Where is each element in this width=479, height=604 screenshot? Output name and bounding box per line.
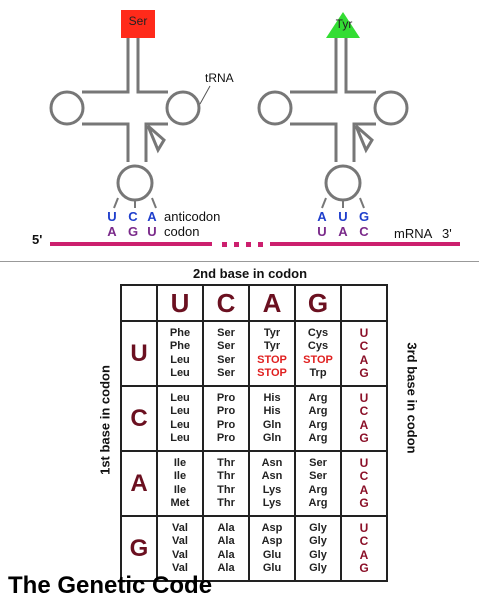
three-prime: 3' (442, 226, 452, 241)
first-base: C (120, 385, 158, 452)
tyr-triangle (326, 12, 360, 38)
header-row: U C A G (120, 284, 388, 322)
tyr-label: Tyr (336, 17, 353, 31)
corner-cell (340, 284, 388, 322)
codon-right-2: C (359, 224, 369, 239)
codon-right-0: U (317, 224, 326, 239)
anticodon-left-1: C (128, 209, 138, 224)
codon-left-0: A (107, 224, 117, 239)
anticodon-left-0: U (107, 209, 116, 224)
trna-left (49, 38, 201, 202)
section-divider (0, 261, 479, 262)
trna-right (257, 38, 409, 202)
corner-cell (120, 284, 158, 322)
codon-right-1: A (338, 224, 348, 239)
anticodon-right-2: G (359, 209, 369, 224)
trna-label: tRNA (205, 71, 234, 85)
second-base-header: C (202, 284, 250, 322)
five-prime: 5' (32, 232, 42, 247)
mrna-strand (50, 242, 460, 247)
first-base: U (120, 320, 158, 387)
anticodon-label: anticodon (164, 209, 220, 224)
codon-left-1: G (128, 224, 138, 239)
second-base-header: U (156, 284, 204, 322)
first-base-title: 1st base in codon (97, 365, 113, 475)
codon-left-2: U (147, 224, 156, 239)
trna-diagram: Ser Tyr tRNA U C A A G U A U G U A C ant… (0, 0, 479, 262)
codon-label: codon (164, 224, 199, 239)
anticodon-right-0: A (317, 209, 327, 224)
second-base-header: A (248, 284, 296, 322)
anticodon-right-1: U (338, 209, 347, 224)
second-base-header: G (294, 284, 342, 322)
second-base-title: 2nd base in codon (192, 266, 308, 281)
third-base-title: 3rd base in codon (404, 342, 420, 454)
ser-box (121, 10, 155, 38)
mrna-label: mRNA (394, 226, 433, 241)
ser-label: Ser (129, 14, 148, 28)
anticodon-left-2: A (147, 209, 157, 224)
page-title: The Genetic Code (8, 572, 213, 599)
first-base: G (120, 515, 158, 582)
first-base: A (120, 450, 158, 517)
